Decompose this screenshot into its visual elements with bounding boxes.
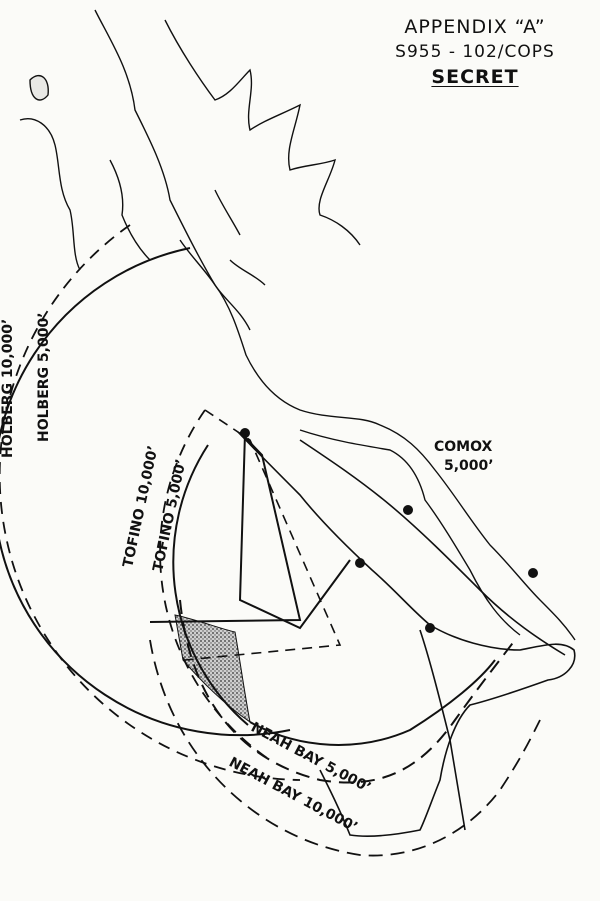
neah-bay-10000-arc xyxy=(149,639,541,857)
document-reference: S955 - 102/COPS xyxy=(395,42,555,62)
site-holberg xyxy=(240,428,250,438)
tofino-5000-arc xyxy=(172,444,249,726)
label-tofino-5000: TOFINO 5,000’ xyxy=(150,458,189,573)
coastline xyxy=(19,9,576,641)
label-holberg-10000: HOLBERG 10,000’ xyxy=(0,319,16,458)
tofino-sector xyxy=(238,432,351,630)
neah-bay-5000-arc-solid xyxy=(249,659,496,746)
tofino-sector-dashed xyxy=(184,409,342,661)
vancouver-island xyxy=(237,431,576,837)
holberg-5000-arc xyxy=(0,247,291,737)
neah-bay-5000-arc xyxy=(179,599,516,784)
site-east xyxy=(528,568,538,578)
site-comox xyxy=(403,505,413,515)
label-comox-alt: 5,000’ xyxy=(444,458,494,474)
site-neah-bay xyxy=(425,623,435,633)
holberg-10000-arc xyxy=(0,224,301,781)
radar-sites xyxy=(240,428,538,633)
label-comox-name: COMOX xyxy=(434,439,493,455)
appendix-title: APPENDIX “A” xyxy=(404,16,546,38)
overlap-shading xyxy=(174,614,251,724)
classification-stamp: SECRET xyxy=(431,66,519,88)
site-tofino xyxy=(355,558,365,568)
label-holberg-5000: HOLBERG 5,000’ xyxy=(36,312,52,442)
